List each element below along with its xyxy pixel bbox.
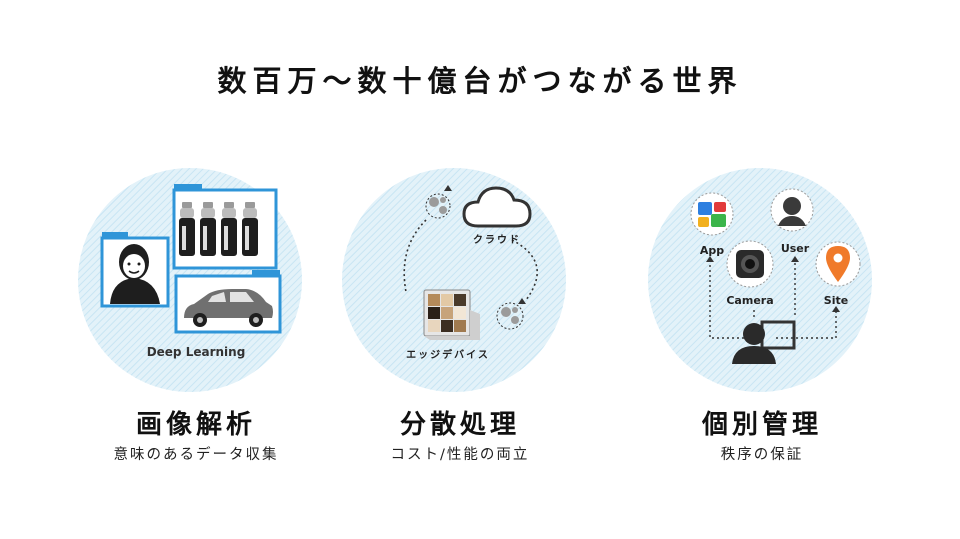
image-analysis-illustration: Deep Learning	[78, 168, 302, 392]
panel-title: 画像解析	[135, 410, 256, 440]
panel-distributed-processing: クラウド エッジデバイス 分散処理	[340, 168, 580, 468]
distributed-processing-illustration: クラウド エッジデバイス	[342, 168, 566, 392]
panel-subtitle: 意味のあるデータ収集	[113, 447, 279, 463]
edge-device-icon	[423, 289, 480, 340]
person-icon	[100, 232, 170, 308]
cloud-label: クラウド	[473, 234, 521, 246]
page-title: 数百万〜数十億台がつながる世界	[217, 64, 743, 98]
location-pin-icon	[815, 241, 861, 287]
panel-title: 個別管理	[701, 410, 822, 440]
panel-subtitle: 秩序の保証	[720, 447, 804, 463]
car-icon	[174, 270, 282, 334]
panel-subtitle: コスト/性能の両立	[390, 447, 530, 463]
bottles-icon	[172, 184, 278, 270]
individual-management-illustration: App User Camera Site	[648, 168, 872, 392]
admin-icon	[732, 320, 796, 364]
app-icon	[690, 192, 734, 236]
app-label: App	[700, 244, 724, 257]
camera-label: Camera	[726, 294, 773, 307]
deep-learning-caption: Deep Learning	[147, 345, 246, 359]
cloud-icon	[462, 186, 532, 228]
user-icon	[770, 188, 814, 232]
site-label: Site	[824, 294, 848, 307]
user-label: User	[781, 242, 810, 255]
gears-icon	[425, 185, 452, 219]
panel-title: 分散処理	[399, 410, 520, 440]
camera-icon	[726, 240, 774, 288]
panel-individual-management: App User Camera Site	[642, 168, 882, 468]
panel-image-analysis: Deep Learning 画像解析 意味のあるデータ収集	[76, 168, 316, 468]
edge-device-label: エッジデバイス	[406, 348, 490, 361]
gears-icon	[496, 298, 526, 330]
